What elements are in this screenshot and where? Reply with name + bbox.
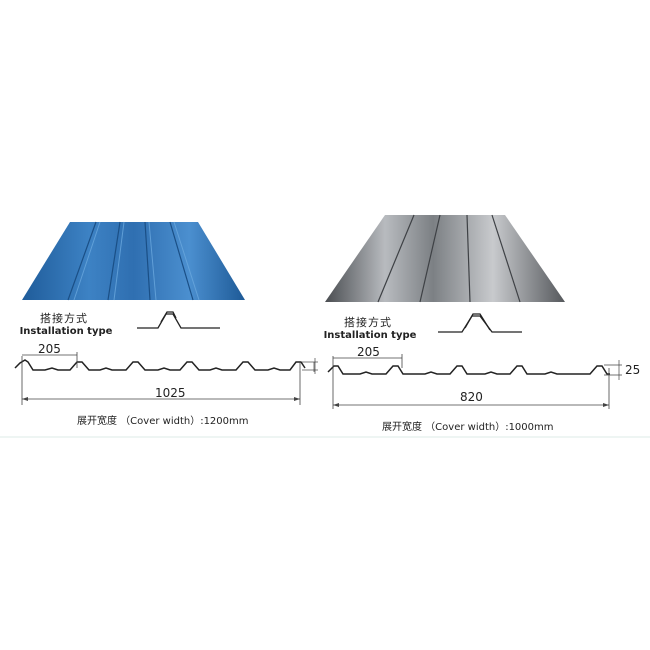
pitch-dimension: 205 bbox=[357, 345, 380, 359]
bottom-divider bbox=[0, 436, 650, 438]
cover-width-caption: 展开宽度 （Cover width）:1200mm bbox=[77, 416, 249, 427]
installation-type-label-zh: 搭接方式 bbox=[344, 316, 392, 329]
installation-type-label-en: Installation type bbox=[19, 326, 113, 337]
blue-sheet-panel: 搭接方式 Installation type 205 1025 展开宽度 （Co… bbox=[14, 221, 318, 427]
blue-roof-sheet-image bbox=[14, 221, 318, 405]
installation-type-label-en: Installation type bbox=[323, 330, 417, 341]
cover-width-caption: 展开宽度 （Cover width）:1000mm bbox=[382, 422, 554, 433]
cover-dimension: 1025 bbox=[155, 386, 186, 400]
silver-sheet-panel: 搭接方式 Installation type 205 820 25 展开宽度 （… bbox=[310, 0, 650, 650]
silver-roof-sheet-image bbox=[313, 214, 622, 409]
cover-dimension: 820 bbox=[460, 390, 483, 404]
pitch-dimension: 205 bbox=[38, 342, 61, 356]
height-dimension: 25 bbox=[625, 363, 641, 377]
installation-type-label-zh: 搭接方式 bbox=[40, 312, 88, 325]
